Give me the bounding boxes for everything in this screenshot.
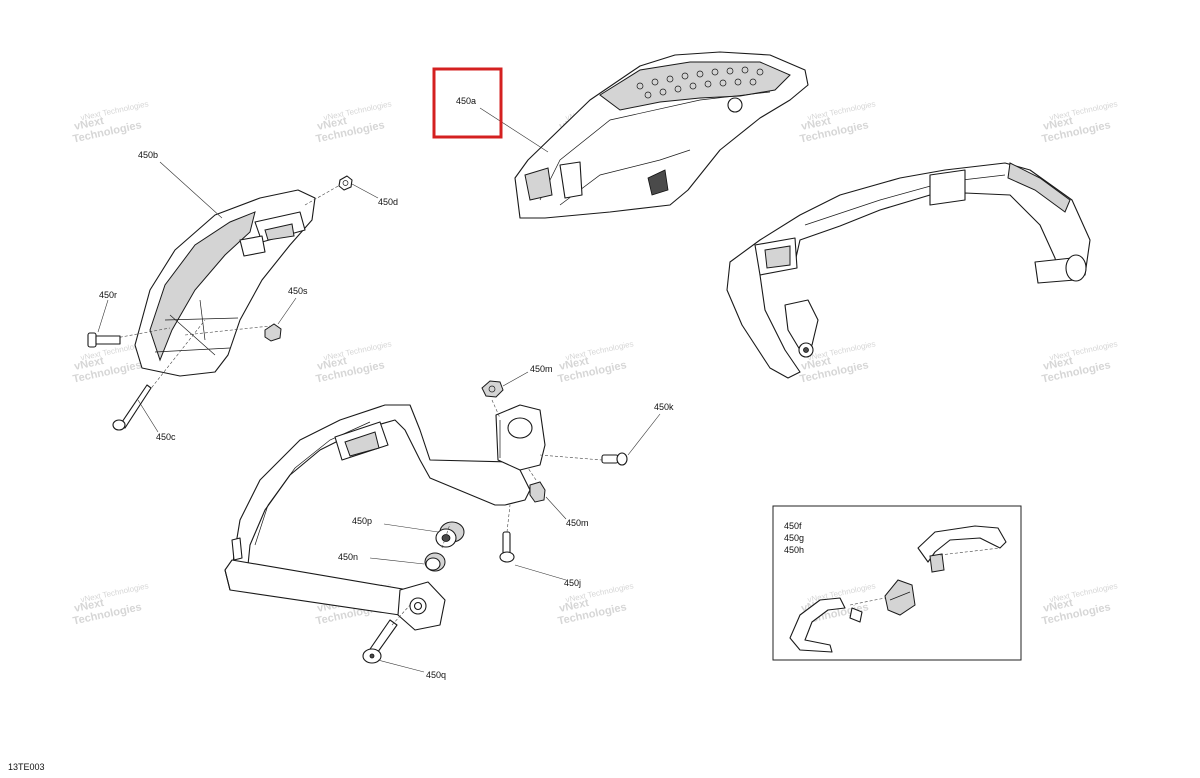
- callout-450k[interactable]: 450k: [654, 402, 674, 412]
- part-450c-long-bolt[interactable]: [112, 384, 152, 431]
- part-450j-bolt[interactable]: [499, 531, 515, 563]
- callout-450b[interactable]: 450b: [138, 150, 158, 160]
- inset-panel: 450f 450g 450h: [772, 505, 1022, 661]
- callout-450p[interactable]: 450p: [352, 516, 372, 526]
- callout-450d[interactable]: 450d: [378, 197, 398, 207]
- leader-lines: [97, 107, 661, 673]
- part-450b-handguard-shell[interactable]: [104, 184, 341, 416]
- inset-label-450g[interactable]: 450g: [784, 533, 804, 543]
- watermark: vNext Technologies vNext Technologies: [557, 581, 635, 627]
- watermark: vNext Technologies vNext Technologies: [557, 339, 635, 385]
- diagram-reference-code: 13TE003: [8, 762, 45, 772]
- callout-450a[interactable]: 450a: [456, 96, 476, 106]
- assembly-lines-center: [391, 399, 603, 626]
- callout-450r[interactable]: 450r: [99, 290, 117, 300]
- part-450p-spacer[interactable]: [435, 521, 465, 548]
- callout-450m-top[interactable]: 450m: [530, 364, 553, 374]
- watermark: vNext Technologies vNext Technologies: [799, 99, 877, 145]
- part-right-handguard-bracket[interactable]: [726, 162, 1091, 379]
- part-450d-nut[interactable]: [338, 175, 353, 191]
- part-lower-handguard-bar[interactable]: [224, 404, 531, 631]
- callout-450q[interactable]: 450q: [426, 670, 446, 680]
- inset-label-450f[interactable]: 450f: [784, 521, 802, 531]
- callout-450n[interactable]: 450n: [338, 552, 358, 562]
- callout-450j[interactable]: 450j: [564, 578, 581, 588]
- inset-kit-drawing: [789, 525, 1007, 653]
- watermark: vNext Technologies vNext Technologies: [1041, 99, 1119, 145]
- part-450m-bottom-nut[interactable]: [529, 481, 546, 503]
- part-450k-bolt[interactable]: [601, 452, 628, 466]
- part-clamp-block[interactable]: [495, 404, 546, 471]
- callout-450m-bottom[interactable]: 450m: [566, 518, 589, 528]
- part-450q-bolt[interactable]: [362, 619, 398, 664]
- watermark: vNext Technologies vNext Technologies: [315, 339, 393, 385]
- callout-labels: 450a 450b 450d 450r 450s 450c 450m 450k …: [99, 96, 674, 680]
- watermark: vNext Technologies vNext Technologies: [72, 99, 150, 145]
- selected-part-highlight: [432, 67, 503, 139]
- watermark: vNext Technologies vNext Technologies: [1041, 581, 1119, 627]
- watermark: vNext Technologies vNext Technologies: [315, 99, 393, 145]
- part-450n-washer[interactable]: [424, 552, 446, 572]
- watermark: vNext Technologies vNext Technologies: [72, 581, 150, 627]
- part-450m-top-nut[interactable]: [481, 380, 504, 398]
- part-450a-handguard-shell[interactable]: [514, 51, 809, 219]
- part-450r-bolt[interactable]: [87, 332, 121, 348]
- watermark: vNext Technologies vNext Technologies: [1041, 339, 1119, 385]
- part-450s-nut[interactable]: [264, 323, 282, 342]
- callout-450s[interactable]: 450s: [288, 286, 308, 296]
- callout-450c[interactable]: 450c: [156, 432, 176, 442]
- inset-label-450h[interactable]: 450h: [784, 545, 804, 555]
